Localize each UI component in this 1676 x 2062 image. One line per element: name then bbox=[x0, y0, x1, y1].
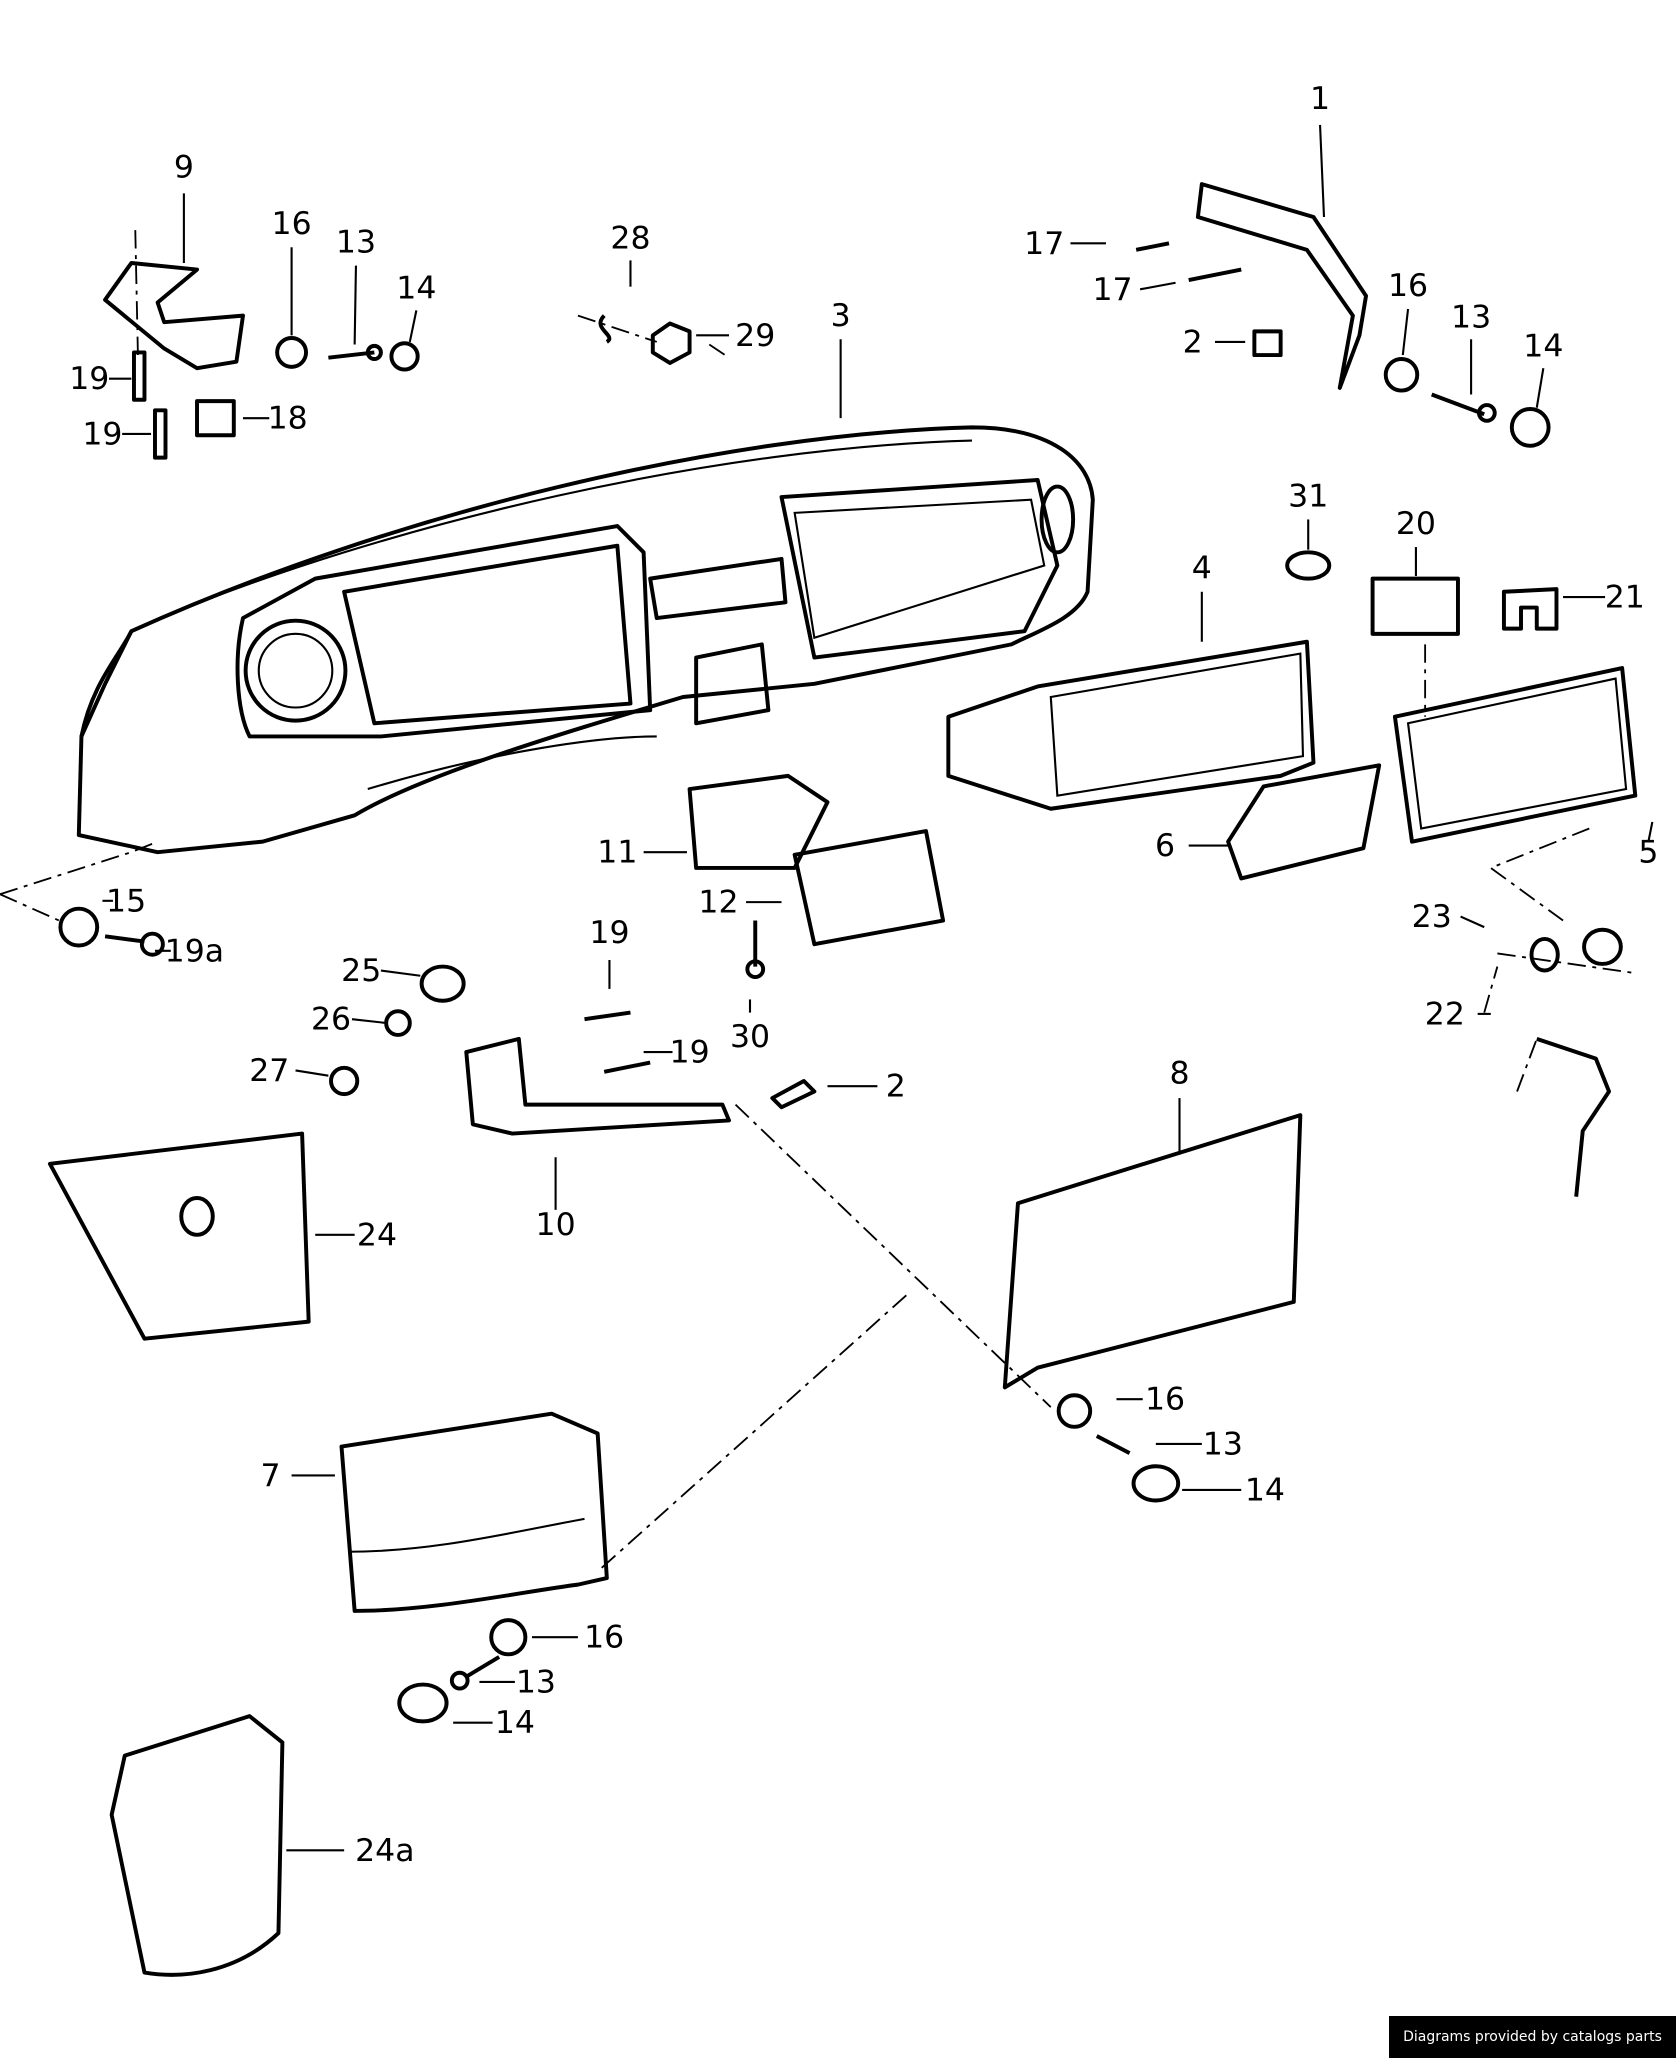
hardware-parts bbox=[58, 241, 1623, 1724]
callout-19: 19 bbox=[670, 1035, 710, 1071]
panel-part-8 bbox=[1002, 1113, 1303, 1390]
leader-line bbox=[1401, 308, 1410, 356]
callout-25: 25 bbox=[341, 953, 381, 989]
callout-28: 28 bbox=[610, 221, 650, 257]
callout-23: 23 bbox=[1412, 899, 1452, 935]
callout-24: 24 bbox=[357, 1217, 397, 1253]
trim-strip-part-1 bbox=[1195, 182, 1368, 390]
callout-15: 15 bbox=[106, 883, 146, 919]
callout-19: 19 bbox=[82, 416, 122, 452]
callout-4: 4 bbox=[1192, 551, 1212, 587]
callout-19: 19 bbox=[69, 361, 109, 397]
callout-29: 29 bbox=[735, 318, 775, 354]
callout-26: 26 bbox=[311, 1002, 351, 1038]
leader-line bbox=[380, 969, 421, 977]
callout-8: 8 bbox=[1169, 1056, 1189, 1092]
panel-part-7 bbox=[339, 1411, 609, 1613]
callout-9: 9 bbox=[174, 150, 194, 186]
leader-line bbox=[1139, 281, 1176, 291]
callout-17: 17 bbox=[1024, 226, 1064, 262]
callout-21: 21 bbox=[1605, 580, 1645, 616]
callout-27: 27 bbox=[249, 1053, 289, 1089]
panel-part-24 bbox=[47, 1131, 311, 1341]
leader-line bbox=[1535, 368, 1545, 408]
callout-3: 3 bbox=[831, 298, 851, 334]
callout-5: 5 bbox=[1638, 835, 1658, 871]
callout-6: 6 bbox=[1155, 828, 1175, 864]
callout-20: 20 bbox=[1396, 506, 1436, 542]
callout-22: 22 bbox=[1425, 996, 1465, 1032]
callout-10: 10 bbox=[536, 1207, 576, 1243]
callout-16: 16 bbox=[584, 1620, 624, 1656]
ashtray-part-11 bbox=[687, 773, 830, 870]
ashtray-part-12 bbox=[792, 829, 946, 947]
callout-13: 13 bbox=[516, 1664, 556, 1700]
leader-line bbox=[1647, 821, 1654, 842]
callout-16: 16 bbox=[1145, 1382, 1185, 1418]
glovebox-door-part-5 bbox=[1392, 666, 1638, 844]
assembly-lines bbox=[0, 230, 1636, 1573]
callout-13: 13 bbox=[336, 224, 376, 260]
leader-line bbox=[295, 1069, 329, 1077]
callout-19a: 19a bbox=[165, 933, 224, 969]
glovebox-part-4 bbox=[946, 639, 1316, 811]
leader-line bbox=[353, 265, 358, 345]
leader-line bbox=[1460, 915, 1485, 929]
leader-line bbox=[408, 310, 418, 343]
leader-line bbox=[1318, 124, 1326, 218]
callout-2: 2 bbox=[1183, 324, 1203, 360]
callout-17: 17 bbox=[1092, 272, 1132, 308]
callout-16: 16 bbox=[1388, 268, 1428, 304]
callout-13: 13 bbox=[1203, 1426, 1243, 1462]
callout-1: 1 bbox=[1310, 81, 1330, 117]
bracket-part-9 bbox=[103, 261, 245, 371]
callout-31: 31 bbox=[1288, 478, 1328, 514]
credit-banner: Diagrams provided by catalogs parts bbox=[1389, 2016, 1676, 2058]
leader-line bbox=[351, 1018, 388, 1025]
dashboard-part-3 bbox=[76, 425, 1095, 855]
bracket-part-10 bbox=[464, 1036, 731, 1136]
callout-14: 14 bbox=[396, 270, 436, 306]
callout-18: 18 bbox=[268, 401, 308, 437]
callout-12: 12 bbox=[698, 885, 738, 921]
callout-11: 11 bbox=[597, 835, 637, 871]
panel-part-24a bbox=[109, 1714, 285, 1977]
callout-14: 14 bbox=[495, 1705, 535, 1741]
callout-16: 16 bbox=[272, 206, 312, 242]
callout-24a: 24a bbox=[355, 1833, 414, 1869]
callout-2: 2 bbox=[886, 1069, 906, 1105]
callout-14: 14 bbox=[1523, 328, 1563, 364]
frame-part-6 bbox=[1226, 763, 1382, 881]
callout-7: 7 bbox=[261, 1458, 281, 1494]
callout-13: 13 bbox=[1451, 299, 1491, 335]
callout-30: 30 bbox=[730, 1019, 770, 1055]
callout-14: 14 bbox=[1245, 1472, 1285, 1508]
callout-19: 19 bbox=[589, 915, 629, 951]
